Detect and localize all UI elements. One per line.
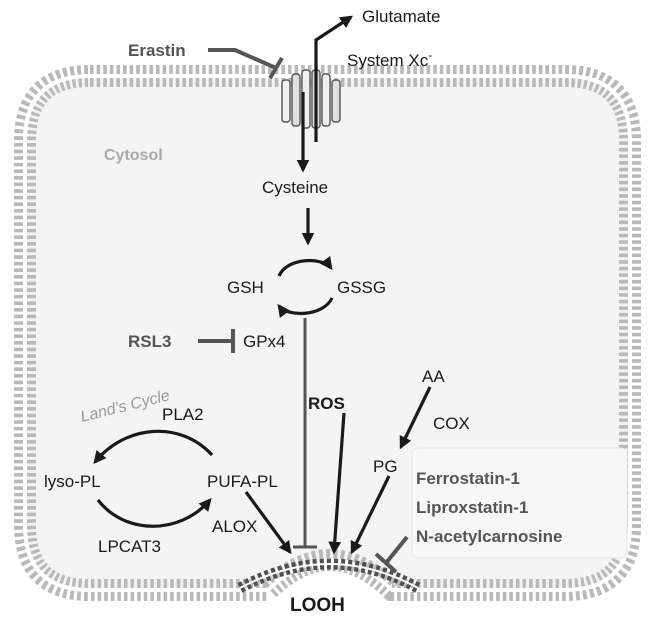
erastin-label: Erastin bbox=[128, 41, 186, 60]
pg-label: PG bbox=[373, 457, 398, 476]
lands-cycle-lower-arrow bbox=[96, 498, 212, 528]
rsl3-label: RSL3 bbox=[128, 332, 171, 351]
ferrostatin-label: Ferrostatin-1 bbox=[416, 469, 520, 488]
glutamate-export-arrow bbox=[314, 15, 354, 142]
aa-to-pg-arrow bbox=[399, 386, 432, 450]
pla2-label: PLA2 bbox=[162, 405, 204, 424]
alox-label: ALOX bbox=[212, 517, 257, 536]
inhibitors-inhibition-bar bbox=[374, 552, 398, 574]
ros-label: ROS bbox=[308, 394, 345, 413]
cox-label: COX bbox=[433, 414, 470, 433]
pufa-pl-label: PUFA-PL bbox=[207, 472, 278, 491]
liproxstatin-label: Liproxstatin-1 bbox=[416, 498, 528, 517]
system-xc-name: System Xc bbox=[347, 51, 429, 70]
system-xc-label: System Xc- bbox=[347, 48, 432, 70]
pufa-pl-to-looh-arrow bbox=[244, 491, 292, 555]
lpcat3-label: LPCAT3 bbox=[98, 537, 161, 556]
lyso-pl-label: lyso-PL bbox=[44, 472, 101, 491]
ros-to-looh-arrow bbox=[328, 412, 346, 555]
glutamate-label: Glutamate bbox=[362, 7, 440, 26]
gssg-label: GSSG bbox=[337, 278, 386, 297]
gssg-to-gsh-arrow bbox=[277, 297, 334, 319]
inhibitors-inhibition-line bbox=[384, 535, 409, 565]
system-xc-superscript: - bbox=[428, 48, 432, 62]
looh-membrane-segment bbox=[237, 558, 421, 593]
n-acetylcarnosine-label: N-acetylcarnosine bbox=[416, 527, 562, 546]
looh-label: LOOH bbox=[290, 595, 345, 616]
pg-to-looh-arrow bbox=[350, 475, 391, 555]
gpx4-label: GPx4 bbox=[243, 332, 286, 351]
inhibitors-box bbox=[411, 447, 628, 559]
cytosol-label: Cytosol bbox=[104, 147, 163, 164]
aa-label: AA bbox=[422, 367, 445, 386]
erastin-inhibition-line bbox=[208, 48, 277, 70]
gsh-label: GSH bbox=[227, 278, 264, 297]
erastin-inhibition-bar bbox=[268, 56, 284, 80]
gsh-to-gssg-arrow bbox=[277, 255, 333, 277]
lands-cycle-upper-arrow bbox=[93, 429, 214, 464]
cysteine-label: Cysteine bbox=[262, 178, 328, 197]
